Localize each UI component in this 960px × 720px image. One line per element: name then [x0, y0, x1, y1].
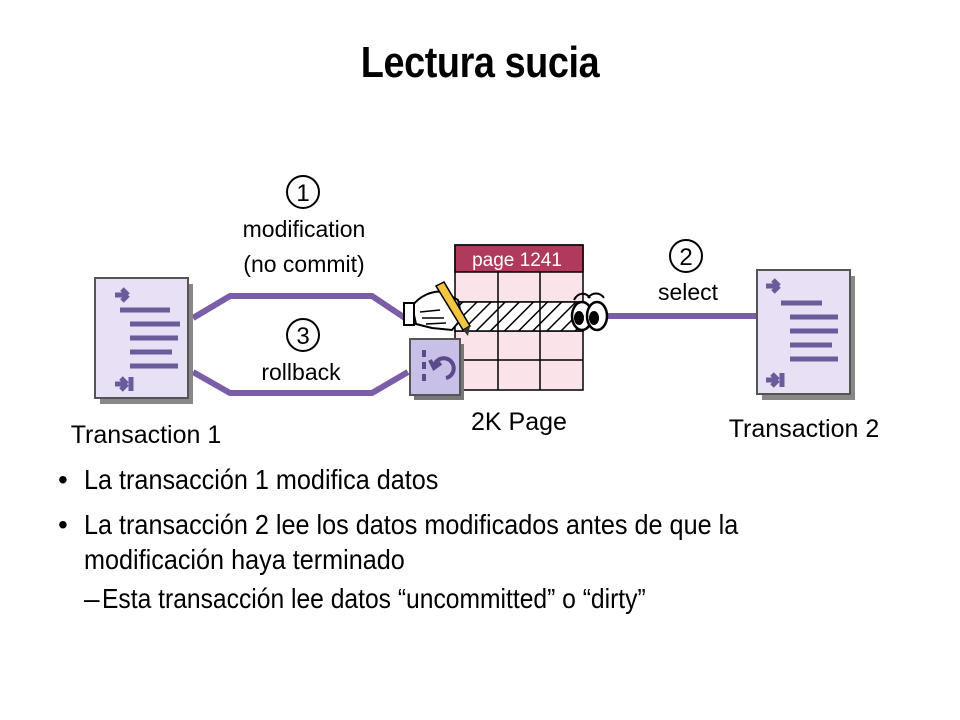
bullet-marker: • — [58, 509, 68, 540]
bullet-text: La transacción 2 lee los datos modificad… — [84, 509, 739, 575]
step2-label: select — [658, 279, 719, 305]
page-caption: 2K Page — [471, 408, 567, 436]
rollback-line — [191, 369, 410, 396]
step2-number: 2 — [679, 244, 692, 271]
pencil-hand-icon — [403, 281, 472, 336]
transaction2-document-icon — [756, 269, 855, 400]
eyes-icon — [570, 292, 609, 332]
sub-bullet-marker: – — [84, 583, 100, 614]
step1-label-line1: modification — [243, 216, 366, 242]
slide-title: Lectura sucia — [360, 38, 600, 87]
bullet-item: • La transacción 1 modifica datos — [58, 462, 918, 497]
step3-badge: 3 — [286, 318, 320, 352]
bullet-list: • La transacción 1 modifica datos • La t… — [58, 462, 918, 616]
page-header-label: page 1241 — [472, 250, 562, 271]
bullet-text: La transacción 1 modifica datos — [84, 464, 439, 495]
transaction1-label: Transaction 1 — [71, 421, 222, 449]
step3-label: rollback — [261, 359, 341, 385]
modification-line — [191, 293, 407, 321]
sub-bullet-text: Esta transacción lee datos “uncommitted”… — [102, 583, 646, 614]
dirty-row-hatch — [454, 301, 584, 332]
step1-number: 1 — [296, 180, 309, 207]
sub-bullet-item: – Esta transacción lee datos “uncommitte… — [58, 581, 918, 616]
page-grid — [454, 244, 584, 391]
bullet-marker: • — [58, 464, 68, 495]
rollback-icon — [409, 338, 464, 400]
step1-badge: 1 — [286, 175, 320, 209]
page-header-bar — [454, 244, 584, 273]
connector-lines — [191, 293, 758, 396]
bullet-item: • La transacción 2 lee los datos modific… — [58, 507, 918, 577]
step2-badge: 2 — [669, 239, 703, 273]
step3-number: 3 — [296, 323, 309, 350]
transaction2-label: Transaction 2 — [729, 415, 880, 443]
step1-label-line2: (no commit) — [243, 251, 364, 277]
transaction1-document-icon — [94, 277, 193, 404]
